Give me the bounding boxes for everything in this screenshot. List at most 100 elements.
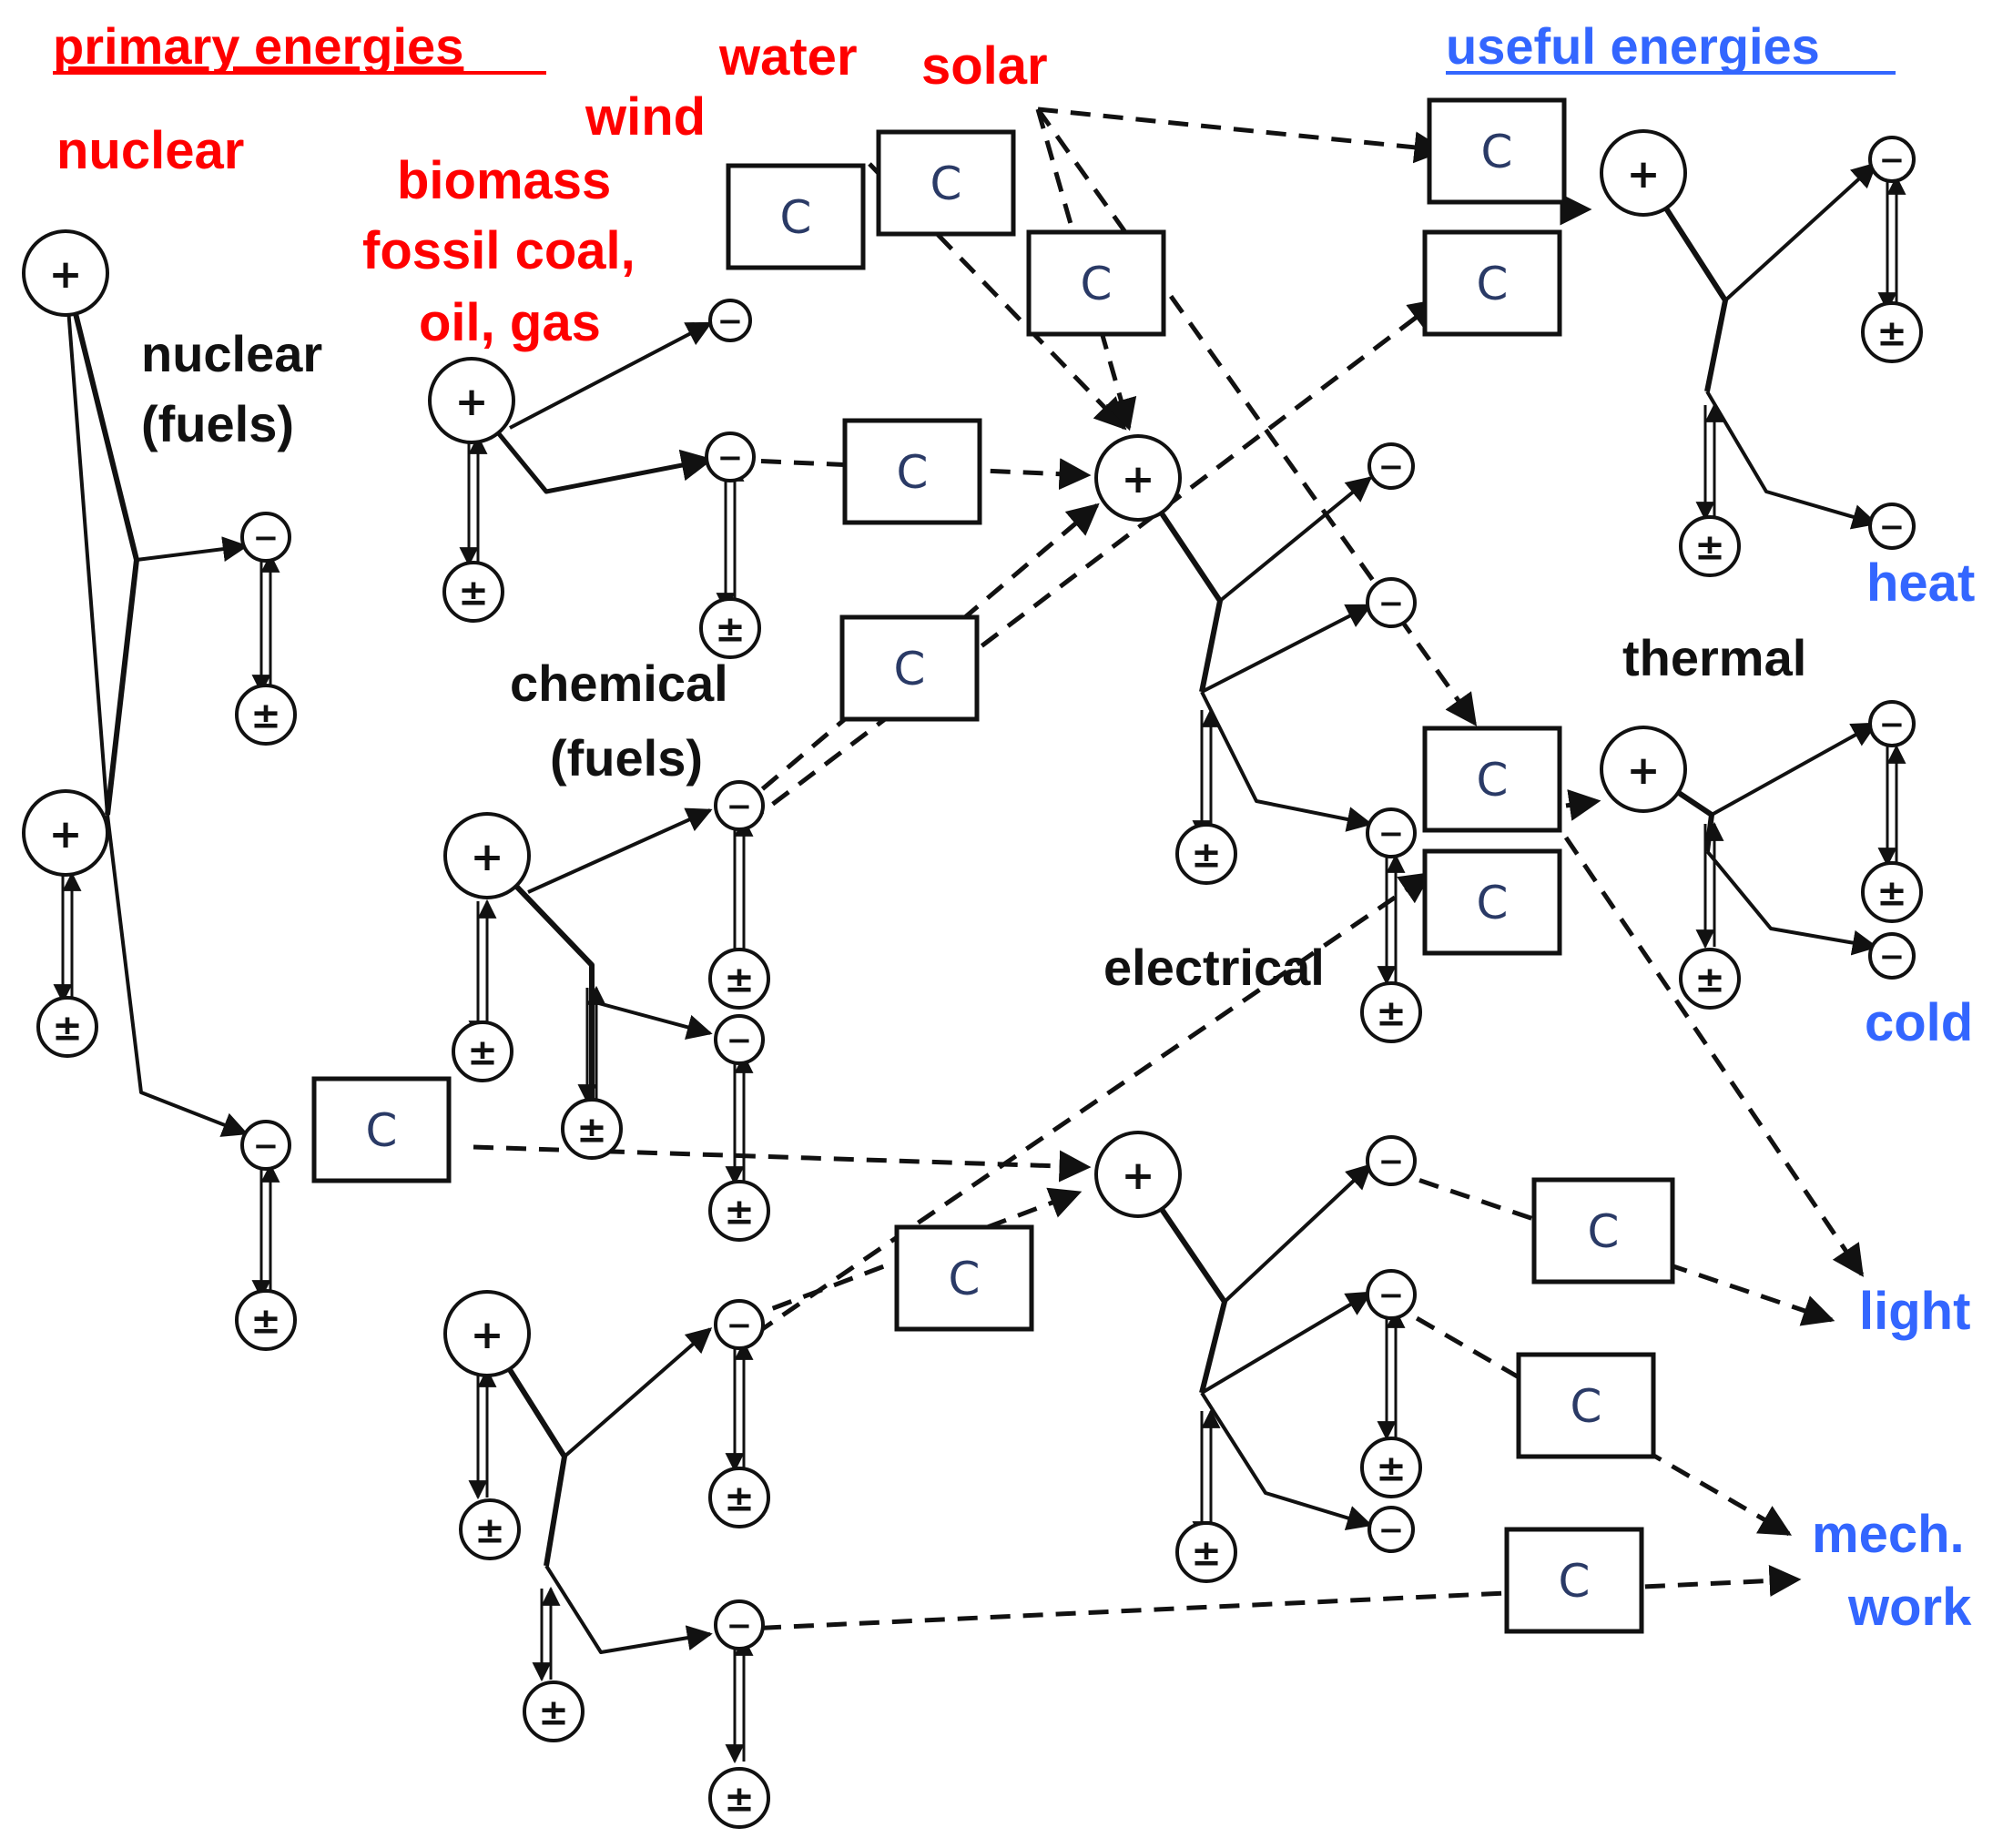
label-oil-gas: oil, gas bbox=[419, 293, 601, 352]
label-nuclear-primary: nuclear bbox=[56, 121, 244, 180]
solid-link bbox=[1711, 722, 1878, 817]
node-plus-minus bbox=[452, 1020, 513, 1082]
converter-label: C bbox=[894, 643, 926, 696]
node-minus bbox=[1868, 932, 1916, 980]
converter-label: C bbox=[1571, 1380, 1602, 1433]
node-symbol: − bbox=[1879, 706, 1906, 743]
label-biomass: biomass bbox=[397, 151, 611, 210]
node-symbol: − bbox=[717, 440, 744, 476]
node-minus bbox=[1868, 700, 1916, 747]
node-symbol: − bbox=[717, 303, 744, 340]
solid-link bbox=[563, 1327, 713, 1458]
dashed-link bbox=[868, 162, 1127, 431]
solid-link bbox=[64, 272, 109, 816]
node-minus bbox=[714, 1299, 765, 1350]
node-plus bbox=[22, 789, 109, 877]
converter-label: C bbox=[1588, 1205, 1620, 1258]
node-minus bbox=[1366, 577, 1417, 628]
label-electrical: electrical bbox=[1103, 939, 1325, 996]
converter-box bbox=[311, 1076, 452, 1183]
node-plus-minus bbox=[459, 1498, 521, 1560]
node-symbol: ± bbox=[458, 572, 489, 614]
dashed-link bbox=[1563, 836, 1865, 1277]
node-plus bbox=[1600, 726, 1687, 813]
label-chemical-fuels-2: (fuels) bbox=[550, 729, 703, 787]
node-plus-minus bbox=[1861, 301, 1923, 363]
solid-link bbox=[1705, 849, 1878, 956]
node-minus bbox=[1868, 136, 1916, 183]
node-plus-minus bbox=[1175, 1521, 1237, 1583]
node-symbol: + bbox=[49, 251, 83, 298]
heading-useful-energies: useful energies bbox=[1446, 17, 1820, 75]
node-minus bbox=[240, 1120, 291, 1171]
converter-label: C bbox=[366, 1104, 398, 1157]
node-plus-minus bbox=[561, 1098, 623, 1160]
node-symbol: ± bbox=[1191, 834, 1222, 876]
node-minus bbox=[1366, 1269, 1417, 1320]
converter-label: C bbox=[1477, 258, 1509, 310]
node-minus bbox=[714, 1599, 765, 1650]
label-thermal: thermal bbox=[1622, 629, 1806, 686]
node-symbol: ± bbox=[1376, 992, 1407, 1034]
converter-box bbox=[1427, 97, 1567, 205]
node-plus-minus bbox=[708, 1767, 770, 1829]
node-symbol: ± bbox=[1694, 959, 1725, 1000]
node-symbol: ± bbox=[1191, 1532, 1222, 1574]
label-wind: wind bbox=[585, 87, 706, 147]
converter-box bbox=[876, 129, 1016, 237]
node-plus-minus bbox=[1175, 823, 1237, 885]
node-minus bbox=[1366, 807, 1417, 858]
node-symbol: − bbox=[1378, 1143, 1405, 1180]
node-plus bbox=[443, 812, 531, 899]
converter-label: C bbox=[1477, 877, 1509, 929]
label-light: light bbox=[1859, 1282, 1970, 1341]
label-cold: cold bbox=[1865, 993, 1973, 1052]
node-symbol: − bbox=[1378, 1277, 1405, 1314]
solid-link bbox=[544, 1564, 713, 1654]
solid-link bbox=[1200, 1291, 1373, 1395]
heading-primary-energies: primary energies bbox=[53, 17, 463, 75]
node-symbol: + bbox=[1627, 151, 1661, 198]
node-symbol: + bbox=[49, 811, 83, 858]
dashed-link bbox=[754, 871, 1432, 1336]
node-minus bbox=[1868, 503, 1916, 550]
node-minus bbox=[714, 1014, 765, 1065]
node-plus bbox=[443, 1290, 531, 1377]
solid-link bbox=[1218, 476, 1373, 603]
node-symbol: ± bbox=[724, 1477, 755, 1519]
converter-label: C bbox=[930, 157, 962, 210]
node-plus bbox=[428, 357, 515, 444]
node-minus bbox=[1367, 442, 1415, 490]
node-symbol: − bbox=[1879, 509, 1906, 545]
node-symbol: ± bbox=[250, 1300, 281, 1342]
solid-link bbox=[509, 321, 713, 430]
converter-box bbox=[1422, 726, 1562, 833]
converter-box bbox=[1531, 1177, 1675, 1284]
node-minus bbox=[240, 512, 291, 563]
node-symbol: − bbox=[1879, 939, 1906, 975]
node-symbol: ± bbox=[250, 695, 281, 736]
label-nuclear-fuels-1: nuclear bbox=[141, 325, 322, 382]
converter-label: C bbox=[1559, 1555, 1591, 1608]
node-symbol: ± bbox=[715, 608, 746, 650]
dashed-link bbox=[1037, 107, 1447, 164]
node-plus-minus bbox=[523, 1680, 585, 1742]
dashed-link bbox=[473, 1144, 1092, 1183]
node-plus-minus bbox=[1861, 861, 1923, 923]
node-symbol: − bbox=[1378, 585, 1405, 622]
solid-link bbox=[1200, 1391, 1373, 1531]
node-symbol: ± bbox=[52, 1007, 83, 1049]
converter-box bbox=[1516, 1352, 1656, 1459]
converter-box bbox=[1422, 848, 1562, 956]
node-plus-minus bbox=[442, 561, 504, 623]
node-symbol: ± bbox=[1694, 526, 1725, 568]
solid-link bbox=[1723, 162, 1878, 302]
node-symbol: ± bbox=[576, 1109, 607, 1151]
label-water: water bbox=[718, 27, 858, 86]
node-plus-minus bbox=[36, 996, 98, 1058]
node-minus bbox=[1366, 1135, 1417, 1186]
node-symbol: + bbox=[471, 834, 504, 880]
